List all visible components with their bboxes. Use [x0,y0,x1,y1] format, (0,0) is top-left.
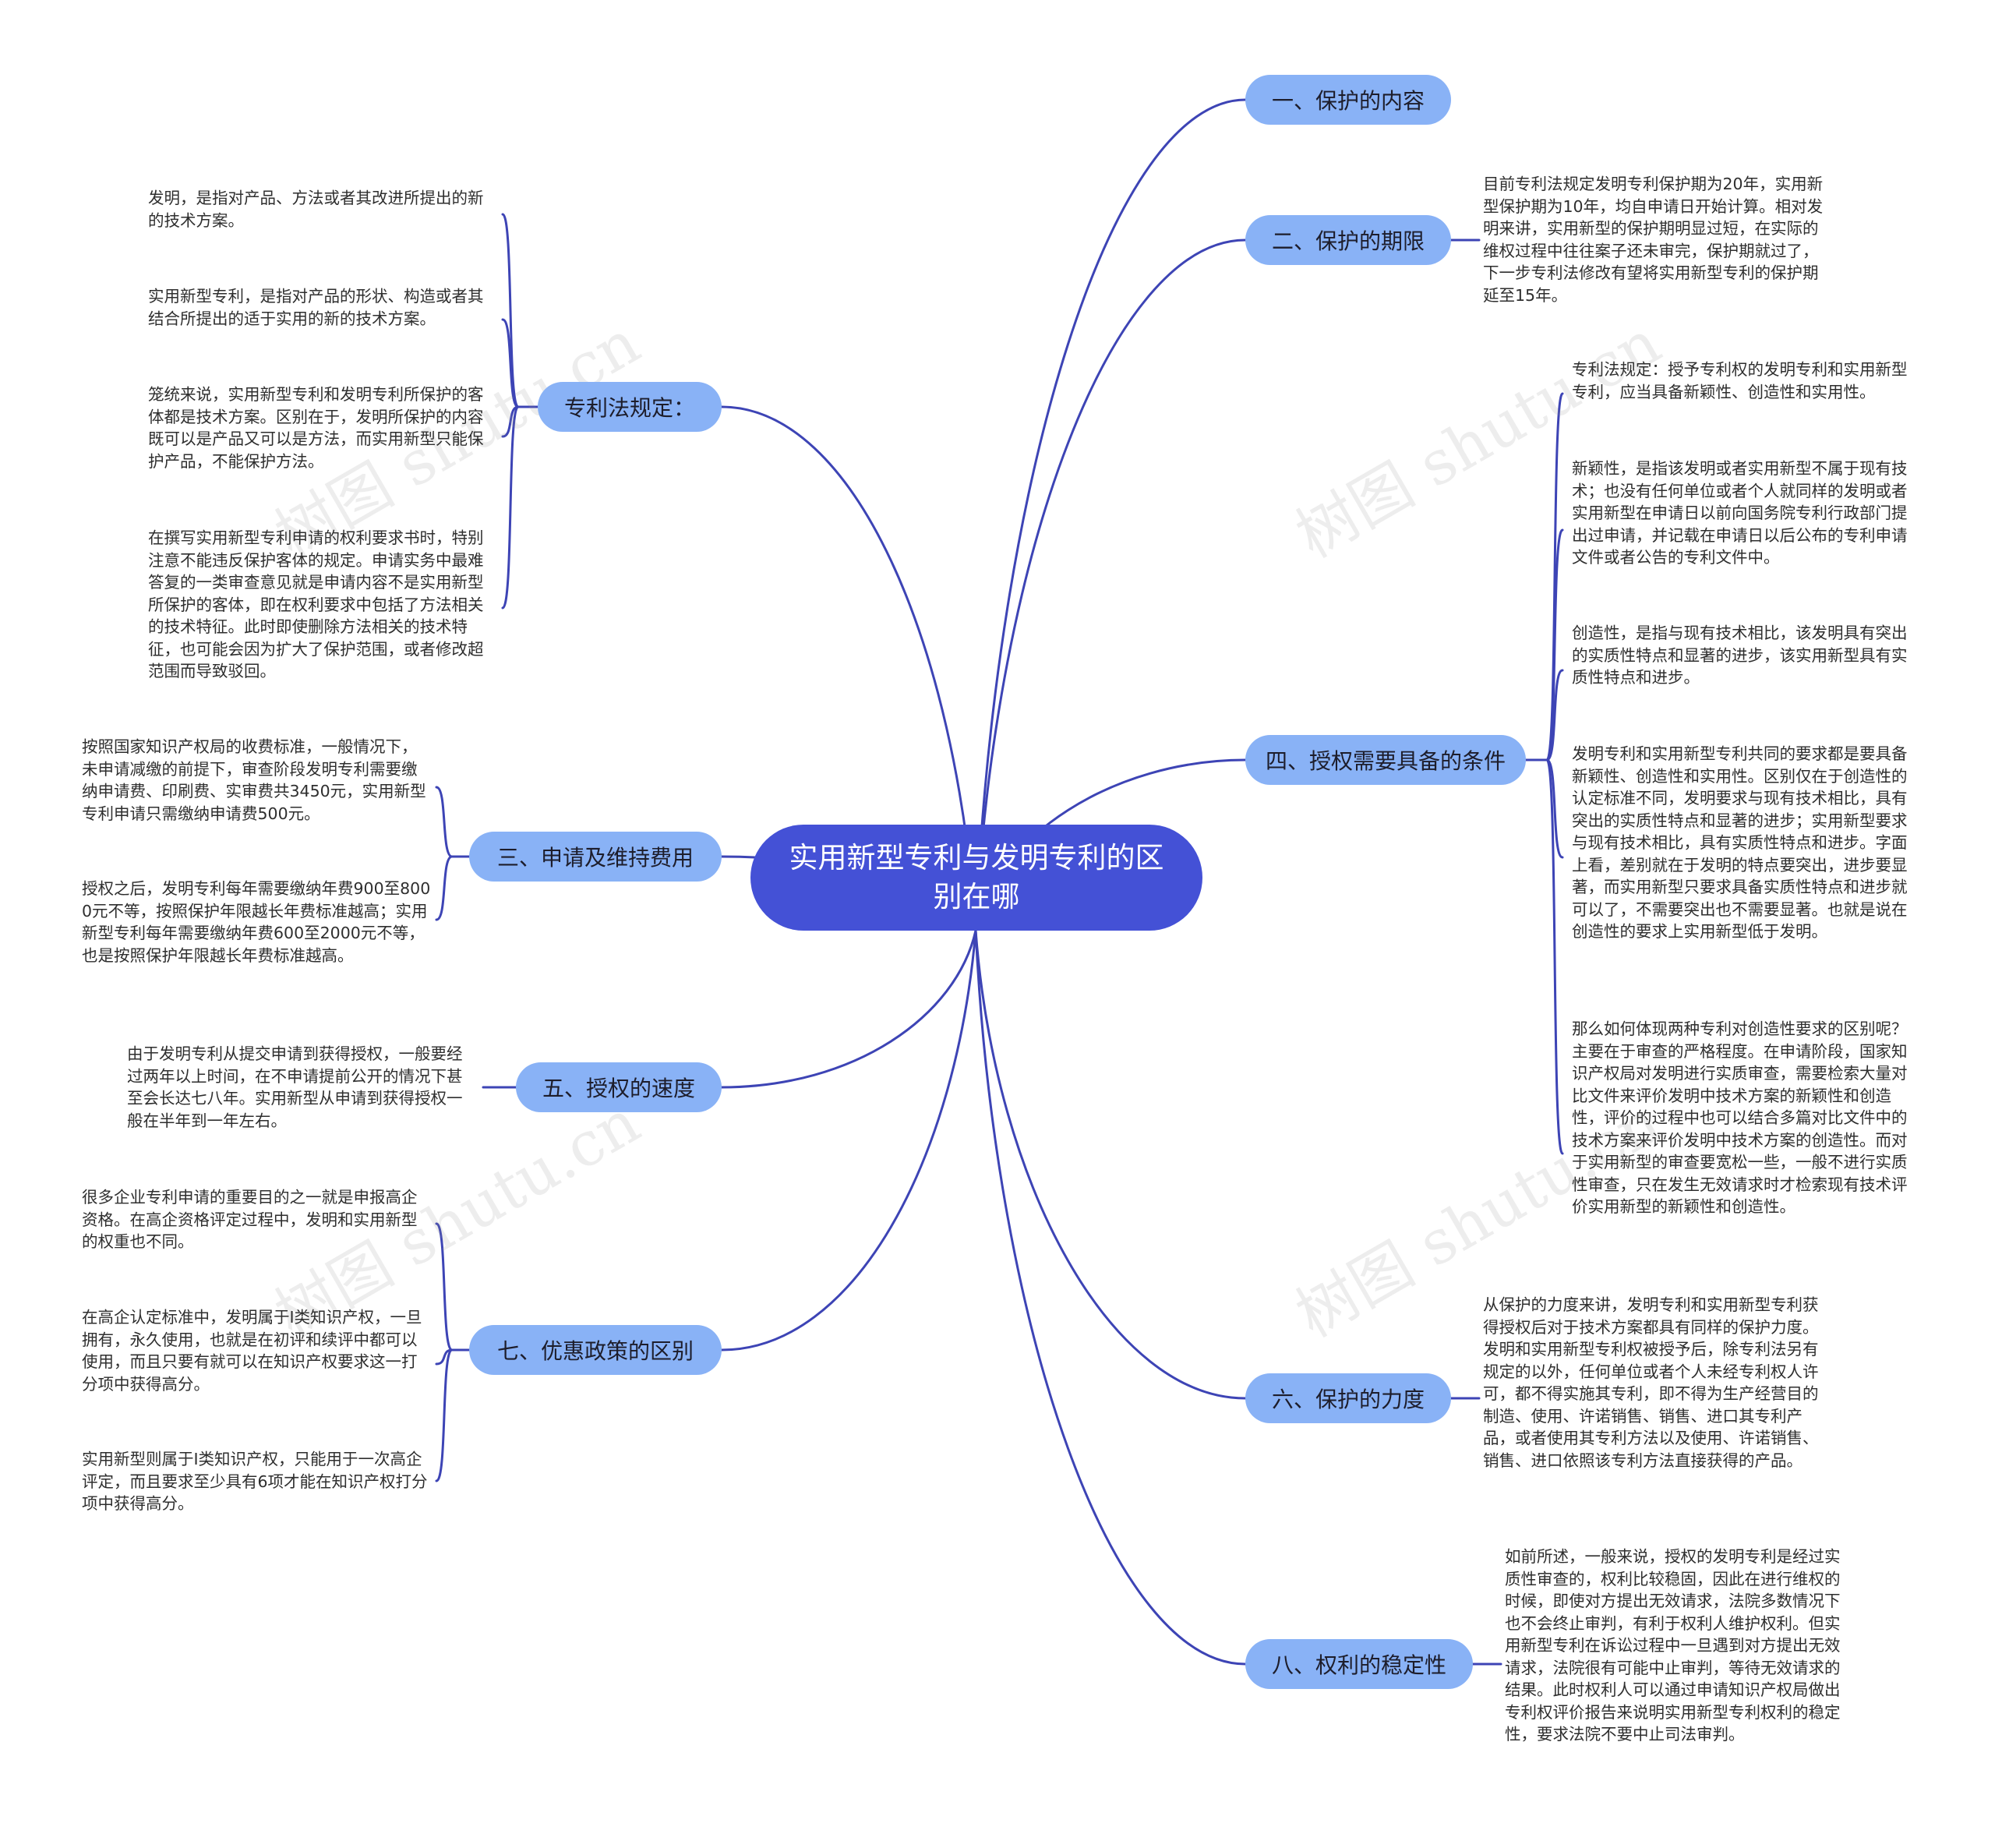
root-topic[interactable]: 实用新型专利与发明专利的区别在哪 [750,825,1202,931]
note-protection-term: 目前专利法规定发明专利保护期为20年，实用新型保护期为10年，均自申请日开始计算… [1483,175,1824,305]
note-policy-2: 在高企认定标准中，发明属于I类知识产权，一旦拥有，永久使用，也就是在初评和续评中… [82,1308,422,1394]
note-patent-law-2: 实用新型专利，是指对产品的形状、构造或者其结合所提出的适于实用的新的技术方案。 [148,287,484,328]
note-policy-1: 很多企业专利申请的重要目的之一就是申报高企资格。在高企资格评定过程中，发明和实用… [82,1188,418,1251]
bracket-policy-2 [435,1348,454,1482]
note-conditions-5: 那么如何体现两种专利对创造性要求的区别呢？主要在于审查的严格程度。在申请阶段，国… [1572,1019,1908,1216]
branch-line-left-0 [720,405,977,932]
bracket-law-1 [501,318,520,408]
note-conditions-3: 创造性，是指与现有技术相比，该发明具有突出的实质性特点和显著的进步，该实用新型具… [1572,624,1908,687]
branch-line-right-1 [974,239,1247,932]
bracket-fees-0 [435,786,454,858]
topic-fees[interactable]: 三、申请及维持费用 [469,832,722,882]
bracket-policy-0 [435,1222,454,1352]
note-patent-law-1: 发明，是指对产品、方法或者其改进所提出的新的技术方案。 [148,189,484,230]
topic-protection-term[interactable]: 二、保护的期限 [1245,215,1451,265]
bracket-fees-1 [435,855,454,921]
note-right-stability: 如前所述，一般来说，授权的发明专利是经过实质性审查的，权利比较稳固，因此在进行维… [1505,1547,1841,1744]
topic-grant-speed[interactable]: 五、授权的速度 [516,1062,722,1112]
topic-protection-content[interactable]: 一、保护的内容 [1245,75,1451,125]
note-conditions-2: 新颖性，是指该发明或者实用新型不属于现有技术；也没有任何单位或者个人就同样的发明… [1572,459,1908,567]
bracket-conditions-4 [1545,758,1564,1155]
topic-right-stability[interactable]: 八、权利的稳定性 [1245,1639,1473,1689]
branch-line-left-2 [720,929,977,1089]
branch-line-right-3 [974,929,1247,1400]
topic-patent-law[interactable]: 专利法规定： [538,382,722,432]
note-patent-law-4: 在撰写实用新型专利申请的权利要求书时，特别注意不能违反保护客体的规定。申请实务中… [148,528,484,680]
note-conditions-4: 发明专利和实用新型专利共同的要求都是要具备新颖性、创造性和实用性。区别仅在于创造… [1572,744,1908,941]
bracket-conditions-2 [1545,669,1564,761]
bracket-conditions-1 [1545,528,1564,761]
topic-preferential-policy[interactable]: 七、优惠政策的区别 [469,1325,722,1375]
bracket-conditions-3 [1545,758,1564,859]
note-grant-speed: 由于发明专利从提交申请到获得授权，一般要经过两年以上时间，在不申请提前公开的情况… [127,1044,463,1130]
note-protection-strength: 从保护的力度来讲，发明专利和实用新型专利获得授权后对于技术方案都具有同样的保护力… [1483,1295,1819,1470]
note-fees-1: 按照国家知识产权局的收费标准，一般情况下，未申请减缴的前提下，审查阶段发明专利需… [82,737,426,823]
topic-grant-conditions[interactable]: 四、授权需要具备的条件 [1245,735,1526,785]
branch-line-right-0 [974,98,1247,932]
bracket-law-0 [501,213,520,408]
note-conditions-1: 专利法规定：授予专利权的发明专利和实用新型专利，应当具备新颖性、创造性和实用性。 [1572,360,1908,401]
branch-line-left-3 [720,929,977,1352]
branch-line-right-4 [974,929,1247,1666]
bracket-law-3 [501,405,520,610]
note-policy-3: 实用新型则属于I类知识产权，只能用于一次高企评定，而且要求至少具有6项才能在知识… [82,1450,428,1513]
bracket-law-2 [501,405,520,438]
note-patent-law-3: 笼统来说，实用新型专利和发明专利所保护的客体都是技术方案。区别在于，发明所保护的… [148,385,484,471]
note-fees-2: 授权之后，发明专利每年需要缴纳年费900至8000元不等，按照保护年限越长年费标… [82,879,431,965]
topic-protection-strength[interactable]: 六、保护的力度 [1245,1373,1451,1423]
